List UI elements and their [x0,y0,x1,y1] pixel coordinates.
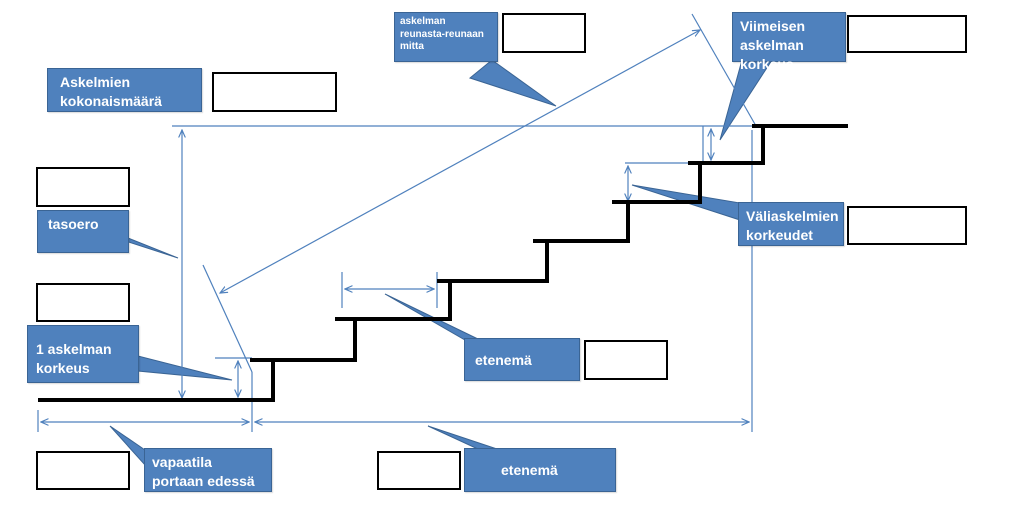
callout-viimeisen-askelman-text: Viimeisen askelman korkeus [740,18,806,72]
answer-box-askelmien-kokonaismaara[interactable] [212,72,337,112]
callout-vapaatila-text: vapaatila portaan edessä [152,454,255,489]
staircase-profile [38,124,848,402]
slope-guide-lower [202,264,253,373]
pointer-etenema-kokonais [427,425,501,451]
answer-box-viimeisen-askelman[interactable] [847,15,967,53]
edge-to-edge-dimension [220,30,700,293]
callout-valiaskelmien-text: Väliaskelmien korkeudet [746,208,839,243]
callout-pointers [109,59,773,467]
answer-box-tasoero[interactable] [36,167,130,207]
callout-vapaatila: vapaatila portaan edessä [144,448,272,492]
callout-reunasta-reunaan-text: askelman reunasta-reunaan mitta [400,16,484,52]
slope-guide-upper [691,13,757,127]
pointer-yhden-askelman [137,355,233,381]
answer-box-vapaatila[interactable] [36,451,130,490]
dimension-lines [37,13,762,432]
answer-box-etenema-askel[interactable] [584,340,668,380]
callout-etenema-kokonais: etenemä [464,448,616,492]
callout-askelmien-kokonaismaara: Askelmien kokonaismäärä [47,68,202,112]
callout-tasoero: tasoero [37,210,129,253]
answer-box-reunasta-reunaan[interactable] [502,13,586,53]
callout-etenema-kokonais-text: etenemä [501,462,558,478]
callout-reunasta-reunaan: askelman reunasta-reunaan mitta [394,12,498,62]
callout-etenema-askel: etenemä [464,338,580,381]
callout-etenema-askel-text: etenemä [475,352,532,368]
answer-box-yhden-askelman[interactable] [36,283,130,322]
pointer-reunasta-reunaan [468,59,557,107]
callout-yhden-askelman-text: 1 askelman korkeus [36,341,112,376]
callout-askelmien-kokonaismaara-text: Askelmien kokonaismäärä [60,74,162,109]
answer-box-valiaskelmien[interactable] [847,206,967,245]
callout-yhden-askelman: 1 askelman korkeus [27,325,139,383]
callout-tasoero-text: tasoero [48,216,99,232]
callout-valiaskelmien: Väliaskelmien korkeudet [738,202,844,246]
callout-viimeisen-askelman: Viimeisen askelman korkeus [732,12,846,72]
answer-box-etenema-kokonais[interactable] [377,451,461,490]
